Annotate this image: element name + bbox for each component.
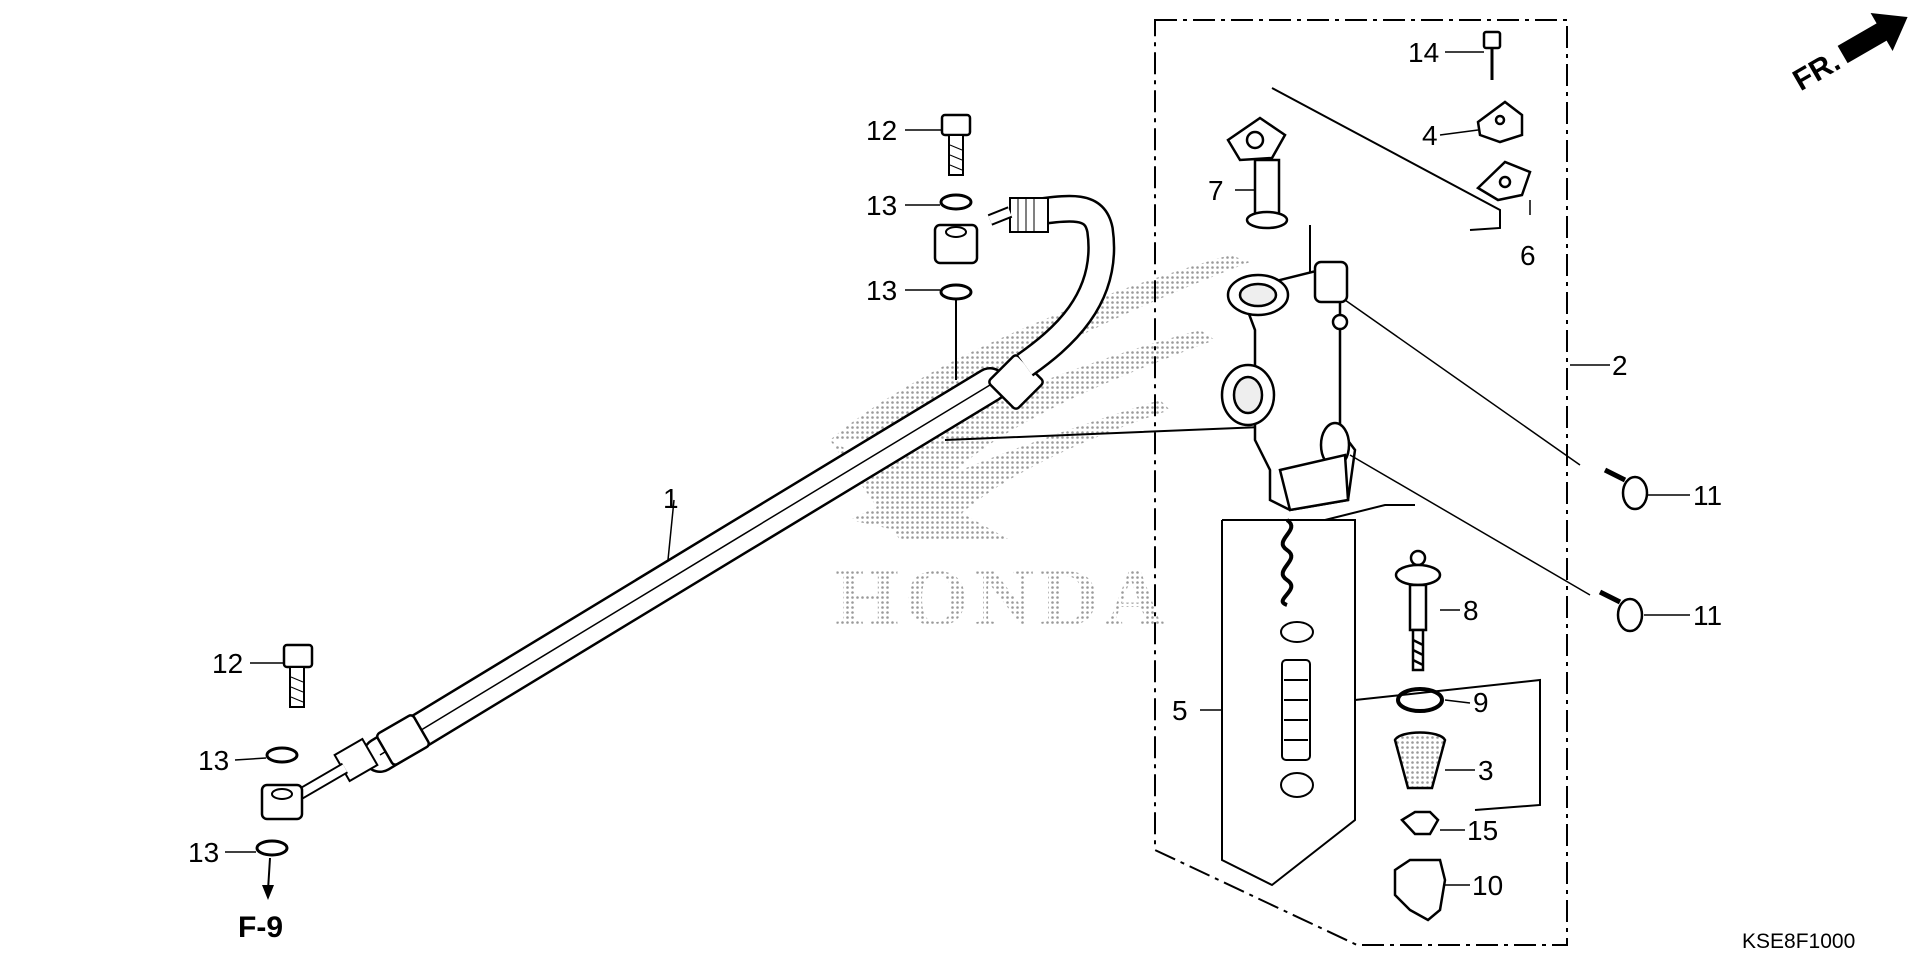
- callout-3: 3: [1478, 755, 1494, 786]
- watermark-text: HONDA: [835, 552, 1170, 643]
- sealing-washer-13a: [939, 193, 973, 211]
- bolts-11: [1598, 467, 1649, 633]
- sealing-washer-13d: [255, 839, 289, 857]
- direction-label: FR.: [1788, 45, 1846, 98]
- leader-lines: [225, 51, 1690, 886]
- callout-labels: 1 2 3 4 5 6 7 8 9 10 11 11 12 12 13 13 1…: [188, 37, 1722, 901]
- callout-9: 9: [1473, 687, 1489, 718]
- callout-13d: 13: [188, 837, 219, 868]
- oil-bolt-12b: [282, 643, 314, 669]
- reservoir-joint-7: [1226, 116, 1289, 230]
- lower-banjo-group: [255, 643, 314, 900]
- callout-14: 14: [1408, 37, 1439, 68]
- callout-11b: 11: [1693, 600, 1722, 631]
- upper-hose-fitting: [1009, 197, 1049, 233]
- callout-13c: 13: [198, 745, 229, 776]
- circlip-9: [1396, 687, 1444, 713]
- hose-boot-lower: [376, 714, 430, 766]
- callout-2: 2: [1612, 350, 1628, 381]
- honda-wing-logo: [830, 255, 1250, 540]
- front-arrow-icon: [1837, 12, 1908, 64]
- callout-12b: 12: [212, 648, 243, 679]
- callout-6: 6: [1520, 240, 1536, 271]
- callout-11a: 11: [1693, 480, 1722, 511]
- brake-hose-assembly: [286, 194, 1116, 806]
- callout-13b: 13: [866, 275, 897, 306]
- upper-banjo: [933, 223, 979, 265]
- sealing-washer-13c: [265, 746, 299, 764]
- cap-and-plate: [1475, 30, 1532, 202]
- reference-label: F-9: [238, 911, 283, 944]
- callout-7: 7: [1208, 175, 1224, 206]
- rod-joint-10: [1393, 858, 1447, 922]
- push-rod-8: [1394, 549, 1442, 672]
- screw-14: [1482, 30, 1502, 50]
- reference-arrow-down: [262, 885, 274, 900]
- assembly-box-2: [1154, 19, 1568, 946]
- callout-8: 8: [1463, 595, 1479, 626]
- callout-5: 5: [1172, 695, 1188, 726]
- oil-bolt-12a: [940, 113, 972, 137]
- callout-12a: 12: [866, 115, 897, 146]
- honda-watermark: HONDA: [830, 255, 1250, 643]
- sealing-washer-13b: [939, 283, 973, 301]
- callout-13a: 13: [866, 190, 897, 221]
- nut-15: [1400, 810, 1440, 836]
- boot-3: [1393, 731, 1447, 790]
- callout-1: 1: [663, 483, 679, 514]
- callout-10: 10: [1472, 870, 1503, 901]
- master-cylinder-body: [1220, 260, 1357, 512]
- piston-set-5: [1280, 518, 1314, 798]
- front-direction-indicator: FR.: [1788, 12, 1908, 98]
- upper-banjo-group: [933, 113, 979, 380]
- diagram-code: KSE8F1000: [1742, 930, 1855, 953]
- callout-15: 15: [1467, 815, 1498, 846]
- callout-4: 4: [1422, 120, 1438, 151]
